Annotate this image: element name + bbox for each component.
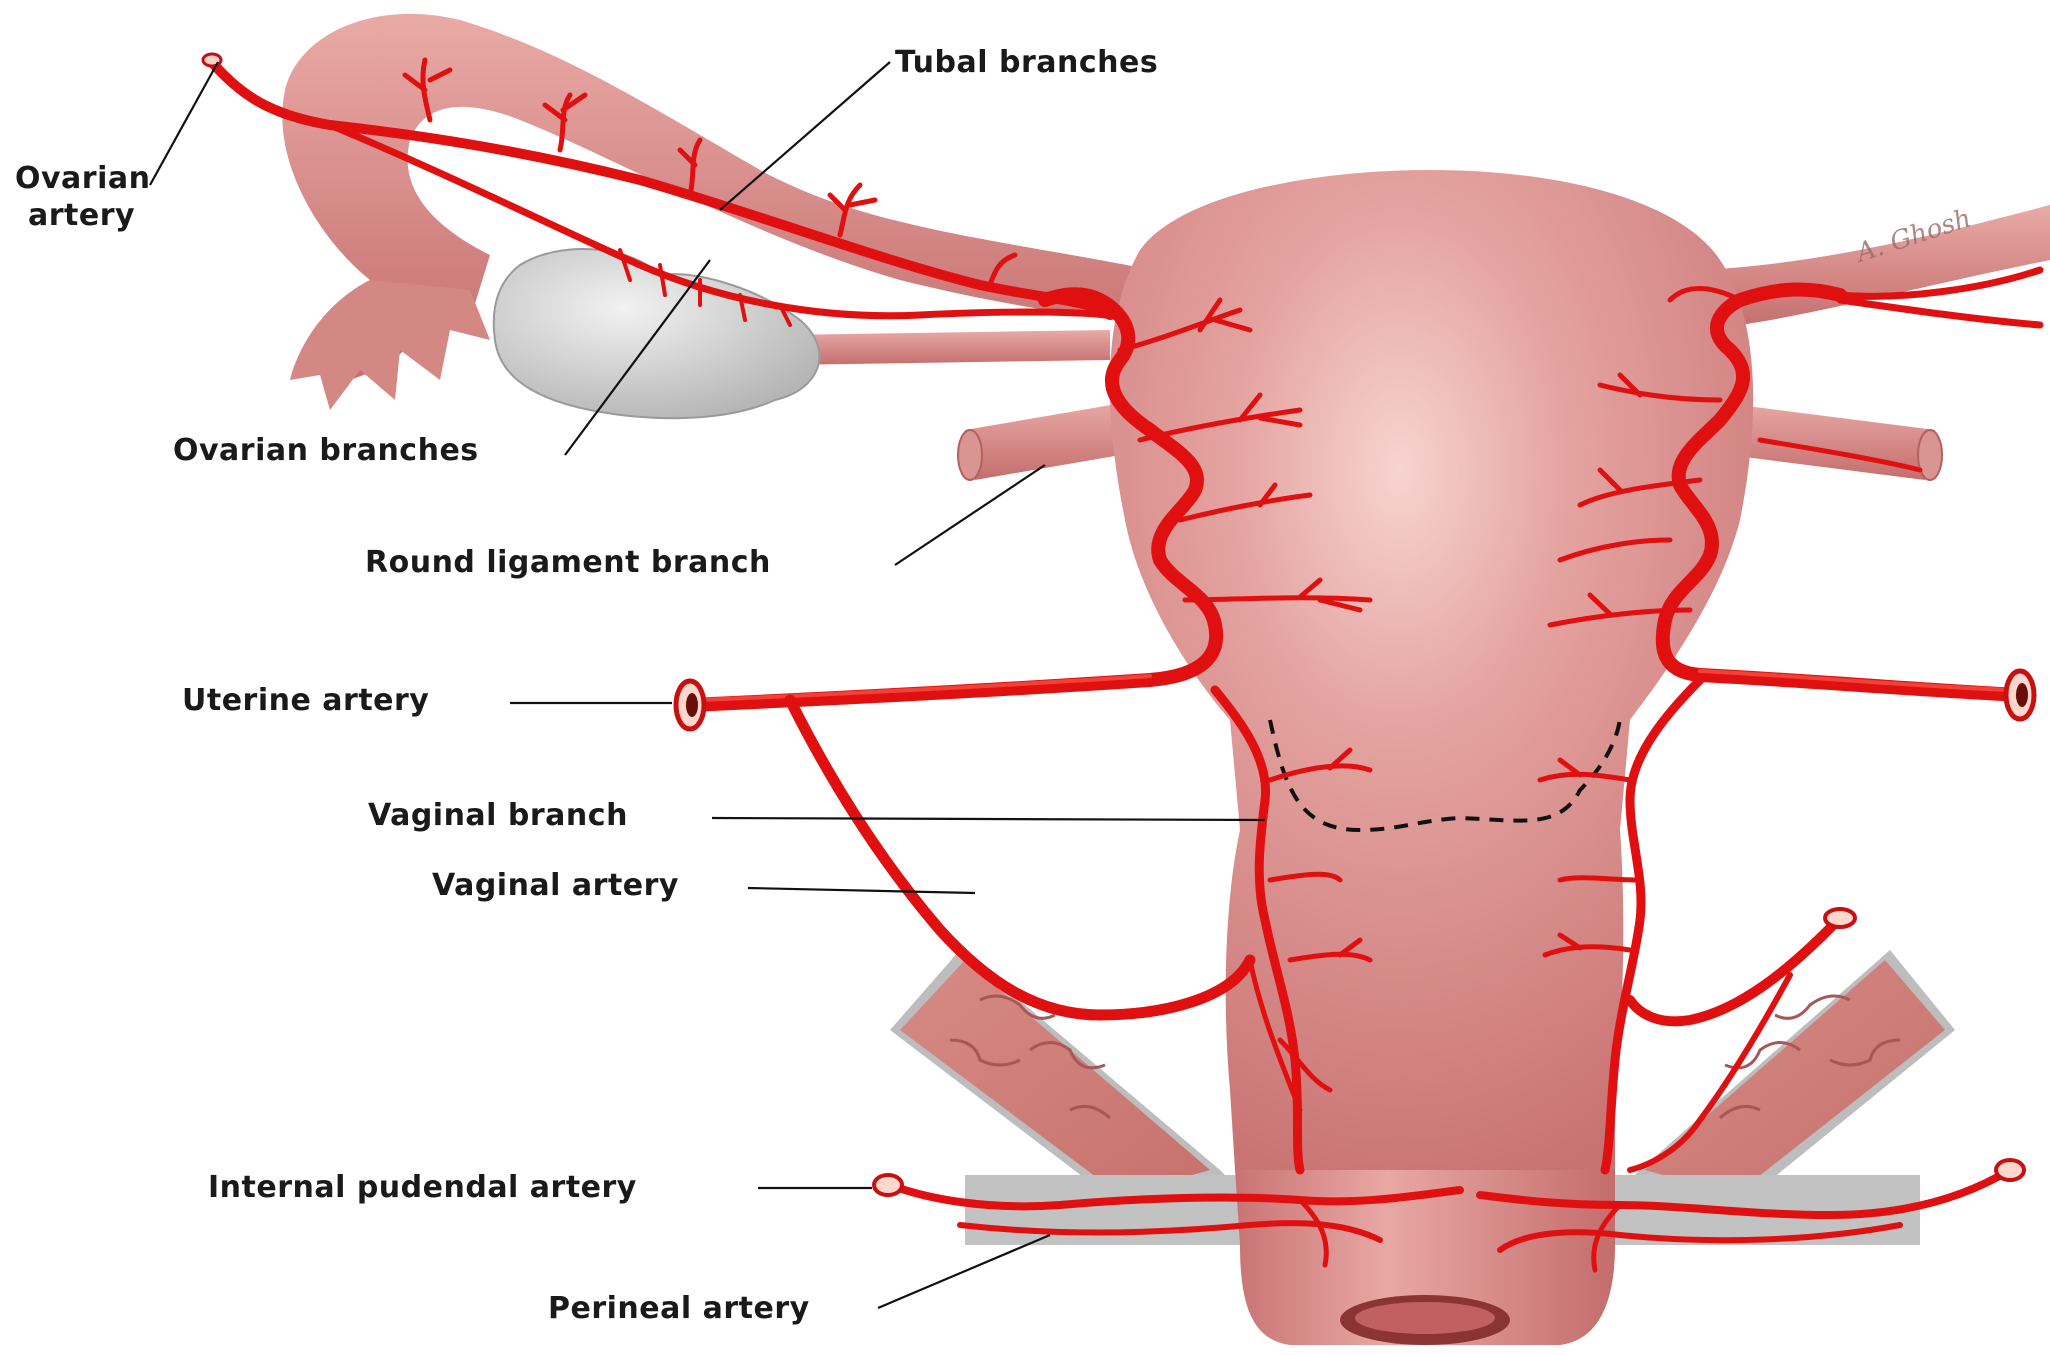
label-round-ligament-branch: Round ligament branch bbox=[365, 545, 771, 580]
ovarian-ligament bbox=[780, 330, 1110, 365]
fallopian-tube-right bbox=[1700, 205, 2050, 330]
label-ovarian-branches: Ovarian branches bbox=[173, 433, 479, 468]
label-perineal-artery: Perineal artery bbox=[548, 1291, 810, 1326]
label-internal-pudendal-artery: Internal pudendal artery bbox=[208, 1170, 637, 1205]
label-vaginal-artery: Vaginal artery bbox=[432, 868, 679, 903]
pelvic-muscle-right bbox=[1625, 950, 1955, 1205]
label-vaginal-branch: Vaginal branch bbox=[368, 798, 628, 833]
pelvic-muscle-left bbox=[890, 950, 1235, 1205]
label-uterine-artery: Uterine artery bbox=[182, 683, 429, 718]
label-ovarian-artery-line1: Ovarian bbox=[15, 161, 150, 196]
label-ovarian-artery-line2: artery bbox=[28, 198, 135, 233]
label-tubal-branches: Tubal branches bbox=[895, 45, 1158, 80]
